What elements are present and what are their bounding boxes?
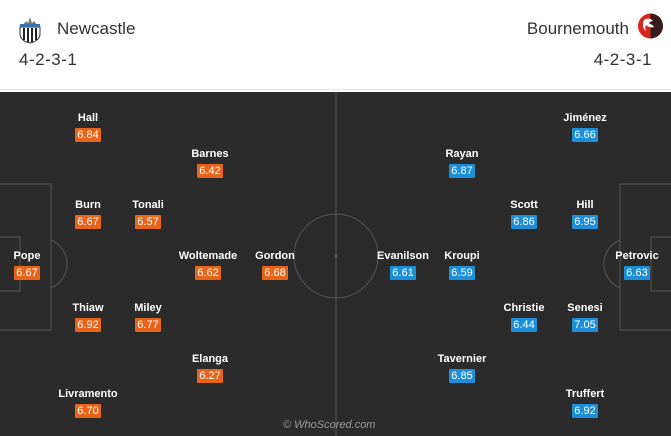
player-name: Truffert: [565, 388, 605, 400]
home-player[interactable]: Thiaw 6.92: [58, 302, 118, 333]
player-name: Gordon: [255, 250, 295, 262]
away-player[interactable]: Scott 6.86: [494, 199, 554, 230]
away-player[interactable]: Hill 6.95: [555, 199, 615, 230]
away-formation: 4-2-3-1: [593, 50, 652, 69]
player-name: Christie: [503, 302, 545, 314]
player-rating: 6.44: [511, 318, 537, 332]
away-player[interactable]: Evanilson 6.61: [373, 250, 433, 281]
player-rating: 6.62: [195, 266, 221, 280]
player-rating: 6.77: [135, 318, 161, 332]
pitch: [0, 92, 671, 436]
player-name: Thiaw: [72, 302, 104, 314]
away-player[interactable]: Tavernier 6.85: [432, 353, 492, 384]
player-name: Scott: [510, 199, 538, 211]
player-name: Petrovic: [615, 250, 659, 262]
home-player[interactable]: Pope 6.67: [0, 250, 57, 281]
player-rating: 6.92: [572, 404, 598, 418]
home-formation: 4-2-3-1: [19, 50, 78, 69]
away-player[interactable]: Truffert 6.92: [555, 388, 615, 419]
player-rating: 6.42: [197, 164, 223, 178]
player-name: Elanga: [191, 353, 229, 365]
player-name: Evanilson: [377, 250, 429, 262]
player-name: Hall: [77, 112, 99, 124]
player-name: Miley: [134, 302, 162, 314]
away-player[interactable]: Christie 6.44: [494, 302, 554, 333]
player-rating: 7.05: [572, 318, 598, 332]
player-rating: 6.67: [75, 215, 101, 229]
home-player[interactable]: Miley 6.77: [118, 302, 178, 333]
player-name: Senesi: [567, 302, 603, 314]
home-player[interactable]: Tonali 6.57: [118, 199, 178, 230]
newcastle-crest-icon: [19, 17, 41, 44]
player-name: Hill: [576, 199, 594, 211]
home-player[interactable]: Elanga 6.27: [180, 353, 240, 384]
home-player[interactable]: Woltemade 6.62: [178, 250, 238, 281]
player-rating: 6.61: [390, 266, 416, 280]
player-name: Jiménez: [563, 112, 607, 124]
player-name: Livramento: [58, 388, 118, 400]
away-team-name[interactable]: Bournemouth: [526, 19, 629, 38]
player-rating: 6.92: [75, 318, 101, 332]
home-team-name[interactable]: Newcastle: [57, 19, 136, 38]
away-player[interactable]: Petrovic 6.63: [607, 250, 667, 281]
pitch-lines: [0, 92, 671, 436]
home-player[interactable]: Burn 6.67: [58, 199, 118, 230]
player-name: Tavernier: [437, 353, 487, 365]
home-player[interactable]: Barnes 6.42: [180, 148, 240, 179]
player-name: Tonali: [132, 199, 164, 211]
player-rating: 6.27: [197, 369, 223, 383]
player-rating: 6.68: [262, 266, 288, 280]
away-player[interactable]: Rayan 6.87: [432, 148, 492, 179]
whoscored-watermark: © WhoScored.com: [283, 419, 376, 431]
home-player[interactable]: Gordon 6.68: [245, 250, 305, 281]
player-rating: 6.57: [135, 215, 161, 229]
away-player[interactable]: Senesi 7.05: [555, 302, 615, 333]
match-header: Newcastle 4-2-3-1 Bournemouth 4-2-3-1: [0, 0, 671, 90]
player-name: Rayan: [445, 148, 479, 160]
player-name: Burn: [75, 199, 101, 211]
player-rating: 6.67: [14, 266, 40, 280]
player-rating: 6.95: [572, 215, 598, 229]
player-rating: 6.87: [449, 164, 475, 178]
bournemouth-crest-icon: [638, 13, 663, 39]
player-name: Woltemade: [178, 250, 238, 262]
player-rating: 6.84: [75, 128, 101, 142]
player-name: Pope: [13, 250, 41, 262]
player-rating: 6.70: [75, 404, 101, 418]
away-player[interactable]: Kroupi 6.59: [432, 250, 492, 281]
player-rating: 6.59: [449, 266, 475, 280]
player-rating: 6.63: [624, 266, 650, 280]
player-rating: 6.66: [572, 128, 598, 142]
player-rating: 6.86: [511, 215, 537, 229]
player-rating: 6.85: [449, 369, 475, 383]
player-name: Barnes: [191, 148, 229, 160]
away-player[interactable]: Jiménez 6.66: [555, 112, 615, 143]
player-name: Kroupi: [444, 250, 480, 262]
home-player[interactable]: Hall 6.84: [58, 112, 118, 143]
home-player[interactable]: Livramento 6.70: [58, 388, 118, 419]
